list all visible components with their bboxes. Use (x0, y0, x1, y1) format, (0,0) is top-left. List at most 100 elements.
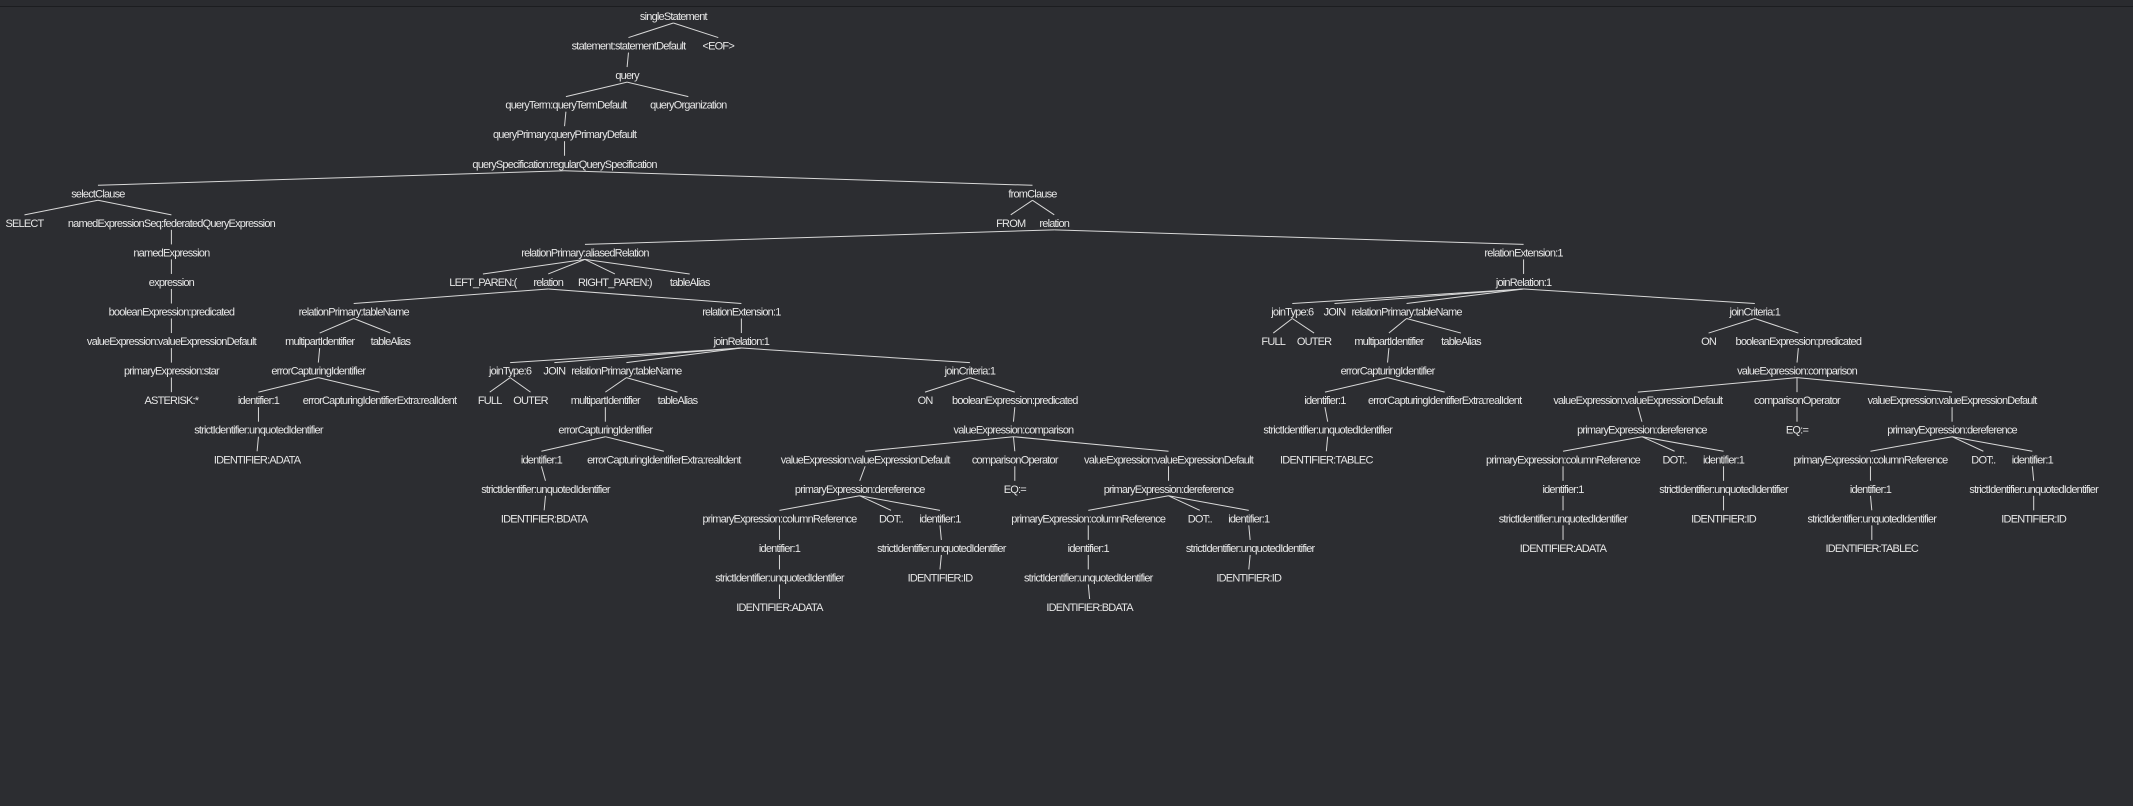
tree-node-label: valueExpression:comparison (954, 425, 1075, 437)
tree-node-label: FULL (1261, 336, 1285, 348)
tree-node-label: ON (1701, 336, 1717, 348)
tree-edge (256, 436, 259, 452)
tree-edge (939, 525, 942, 540)
tree-edge (1637, 407, 1643, 422)
tree-node-label: primaryExpression:columnReference (1793, 454, 1948, 466)
tree-node-label: DOT:. (1188, 513, 1213, 525)
tree-node-label: LEFT_PAREN:( (449, 277, 517, 289)
tree-edge (319, 318, 354, 334)
tree-edge (353, 288, 549, 304)
tree-node-label: ASTERISK:* (145, 395, 200, 407)
tree-edge (548, 288, 742, 304)
tree-edge (1324, 407, 1329, 422)
tree-node-label: strictIdentifier:unquotedIdentifier (1969, 484, 2099, 496)
tree-edge (1951, 436, 1984, 452)
tree-node-label: valueExpression:valueExpressionDefault (781, 454, 951, 466)
tree-edge (1248, 525, 1251, 540)
tree-edge (628, 22, 674, 39)
tree-edge (859, 495, 941, 511)
tree-node-label: primaryExpression:star (124, 366, 220, 378)
tree-node-label: errorCapturingIdentifier (1341, 366, 1436, 378)
tree-edge (2031, 466, 2035, 481)
tree-node-label: identifier:1 (1850, 484, 1892, 496)
tree-edge (1387, 348, 1390, 363)
tree-node-label: strictIdentifier:unquotedIdentifier (1808, 513, 1938, 525)
tree-edge (1168, 495, 1201, 511)
tree-node-label: primaryExpression:columnReference (702, 513, 857, 525)
tree-node-label: querySpecification:regularQuerySpecifica… (472, 159, 657, 171)
tree-node-label: errorCapturingIdentifier (271, 366, 366, 378)
tree-edge (554, 347, 742, 364)
tree-edge (510, 347, 742, 364)
tree-node-label: primaryExpression:dereference (795, 484, 925, 496)
tree-node-label: multipartIdentifier (285, 336, 355, 348)
tree-edge (1168, 495, 1249, 511)
tree-node-label: strictIdentifier:unquotedIdentifier (481, 484, 611, 496)
tree-node-label: IDENTIFIER:TABLEC (1826, 543, 1919, 555)
tree-node-label: relation (1039, 218, 1069, 230)
tree-node-label: identifier:1 (759, 543, 801, 555)
tree-node-label: strictIdentifier:unquotedIdentifier (1263, 425, 1393, 437)
tree-node-label: EQ:= (1786, 425, 1809, 437)
top-border (0, 0, 2133, 7)
tree-node-label: joinRelation:1 (1495, 277, 1552, 289)
tree-edge (1054, 229, 1524, 245)
tree-node-label: RIGHT_PAREN:) (578, 277, 652, 289)
tree-edge (1088, 495, 1169, 511)
tree-node-label: selectClause (71, 188, 125, 200)
tree-node-label: valueExpression:comparison (1737, 366, 1858, 378)
tree-node-label: SELECT (5, 218, 44, 230)
tree-edge (1013, 436, 1169, 452)
tree-edge (1334, 288, 1524, 304)
tree-edge (258, 377, 319, 393)
tree-node-label: OUTER (513, 395, 548, 407)
tree-edge (489, 377, 511, 393)
tree-node-label: DOT:. (1663, 454, 1688, 466)
tree-node-label: valueExpression:valueExpressionDefault (1553, 395, 1723, 407)
tree-node-label: tableAlias (371, 336, 412, 348)
tree-edge (543, 495, 546, 511)
tree-node-label: primaryExpression:columnReference (1486, 454, 1641, 466)
tree-node-label: booleanExpression:predicated (952, 395, 1078, 407)
tree-node-label: relation (533, 277, 563, 289)
tree-node-label: FROM (996, 218, 1026, 230)
tree-edge (626, 52, 629, 68)
tree-edge (1641, 436, 1675, 452)
tree-edge (1032, 199, 1055, 216)
tree-edge (779, 495, 860, 511)
tree-node-label: multipartIdentifier (571, 395, 641, 407)
tree-node-label: IDENTIFIER:ADATA (214, 454, 302, 466)
tree-node-label: queryOrganization (650, 100, 727, 112)
tree-edge (1708, 318, 1755, 334)
tree-node-label: OUTER (1297, 336, 1332, 348)
tree-node-label: tableAlias (658, 395, 699, 407)
tree-node-label: strictIdentifier:unquotedIdentifier (194, 425, 324, 437)
tree-node-label: JOIN (1324, 307, 1347, 319)
tree-node-label: query (615, 70, 640, 82)
tree-edge (584, 258, 690, 275)
tree-edge (1406, 288, 1524, 304)
tree-edge (859, 495, 892, 511)
tree-node-label: comparisonOperator (972, 454, 1059, 466)
tree-node-label: IDENTIFIER:ID (1691, 513, 1757, 525)
tree-node-label: valueExpression:valueExpressionDefault (87, 336, 257, 348)
tree-edge (741, 347, 970, 364)
tree-edge (1406, 318, 1462, 334)
tree-edge (1796, 377, 1953, 393)
tree-node-label: tableAlias (670, 277, 711, 289)
tree-node-label: strictIdentifier:unquotedIdentifier (877, 543, 1007, 555)
tree-edge (509, 377, 531, 393)
tree-edge (969, 377, 1015, 393)
tree-node-label: IDENTIFIER:ID (908, 572, 974, 584)
tree-node-label: joinCriteria:1 (1729, 307, 1781, 319)
tree-edge (1870, 436, 1953, 452)
tree-edge (1641, 436, 1724, 452)
tree-edge (1637, 377, 1798, 393)
tree-edge (626, 347, 742, 364)
tree-node-label: errorCapturingIdentifier (558, 425, 653, 437)
tree-edge (605, 377, 627, 393)
tree-node-label: IDENTIFIER:TABLEC (1280, 454, 1373, 466)
tree-node-label: IDENTIFIER:ADATA (1520, 543, 1608, 555)
tree-node-label: identifier:1 (1542, 484, 1584, 496)
